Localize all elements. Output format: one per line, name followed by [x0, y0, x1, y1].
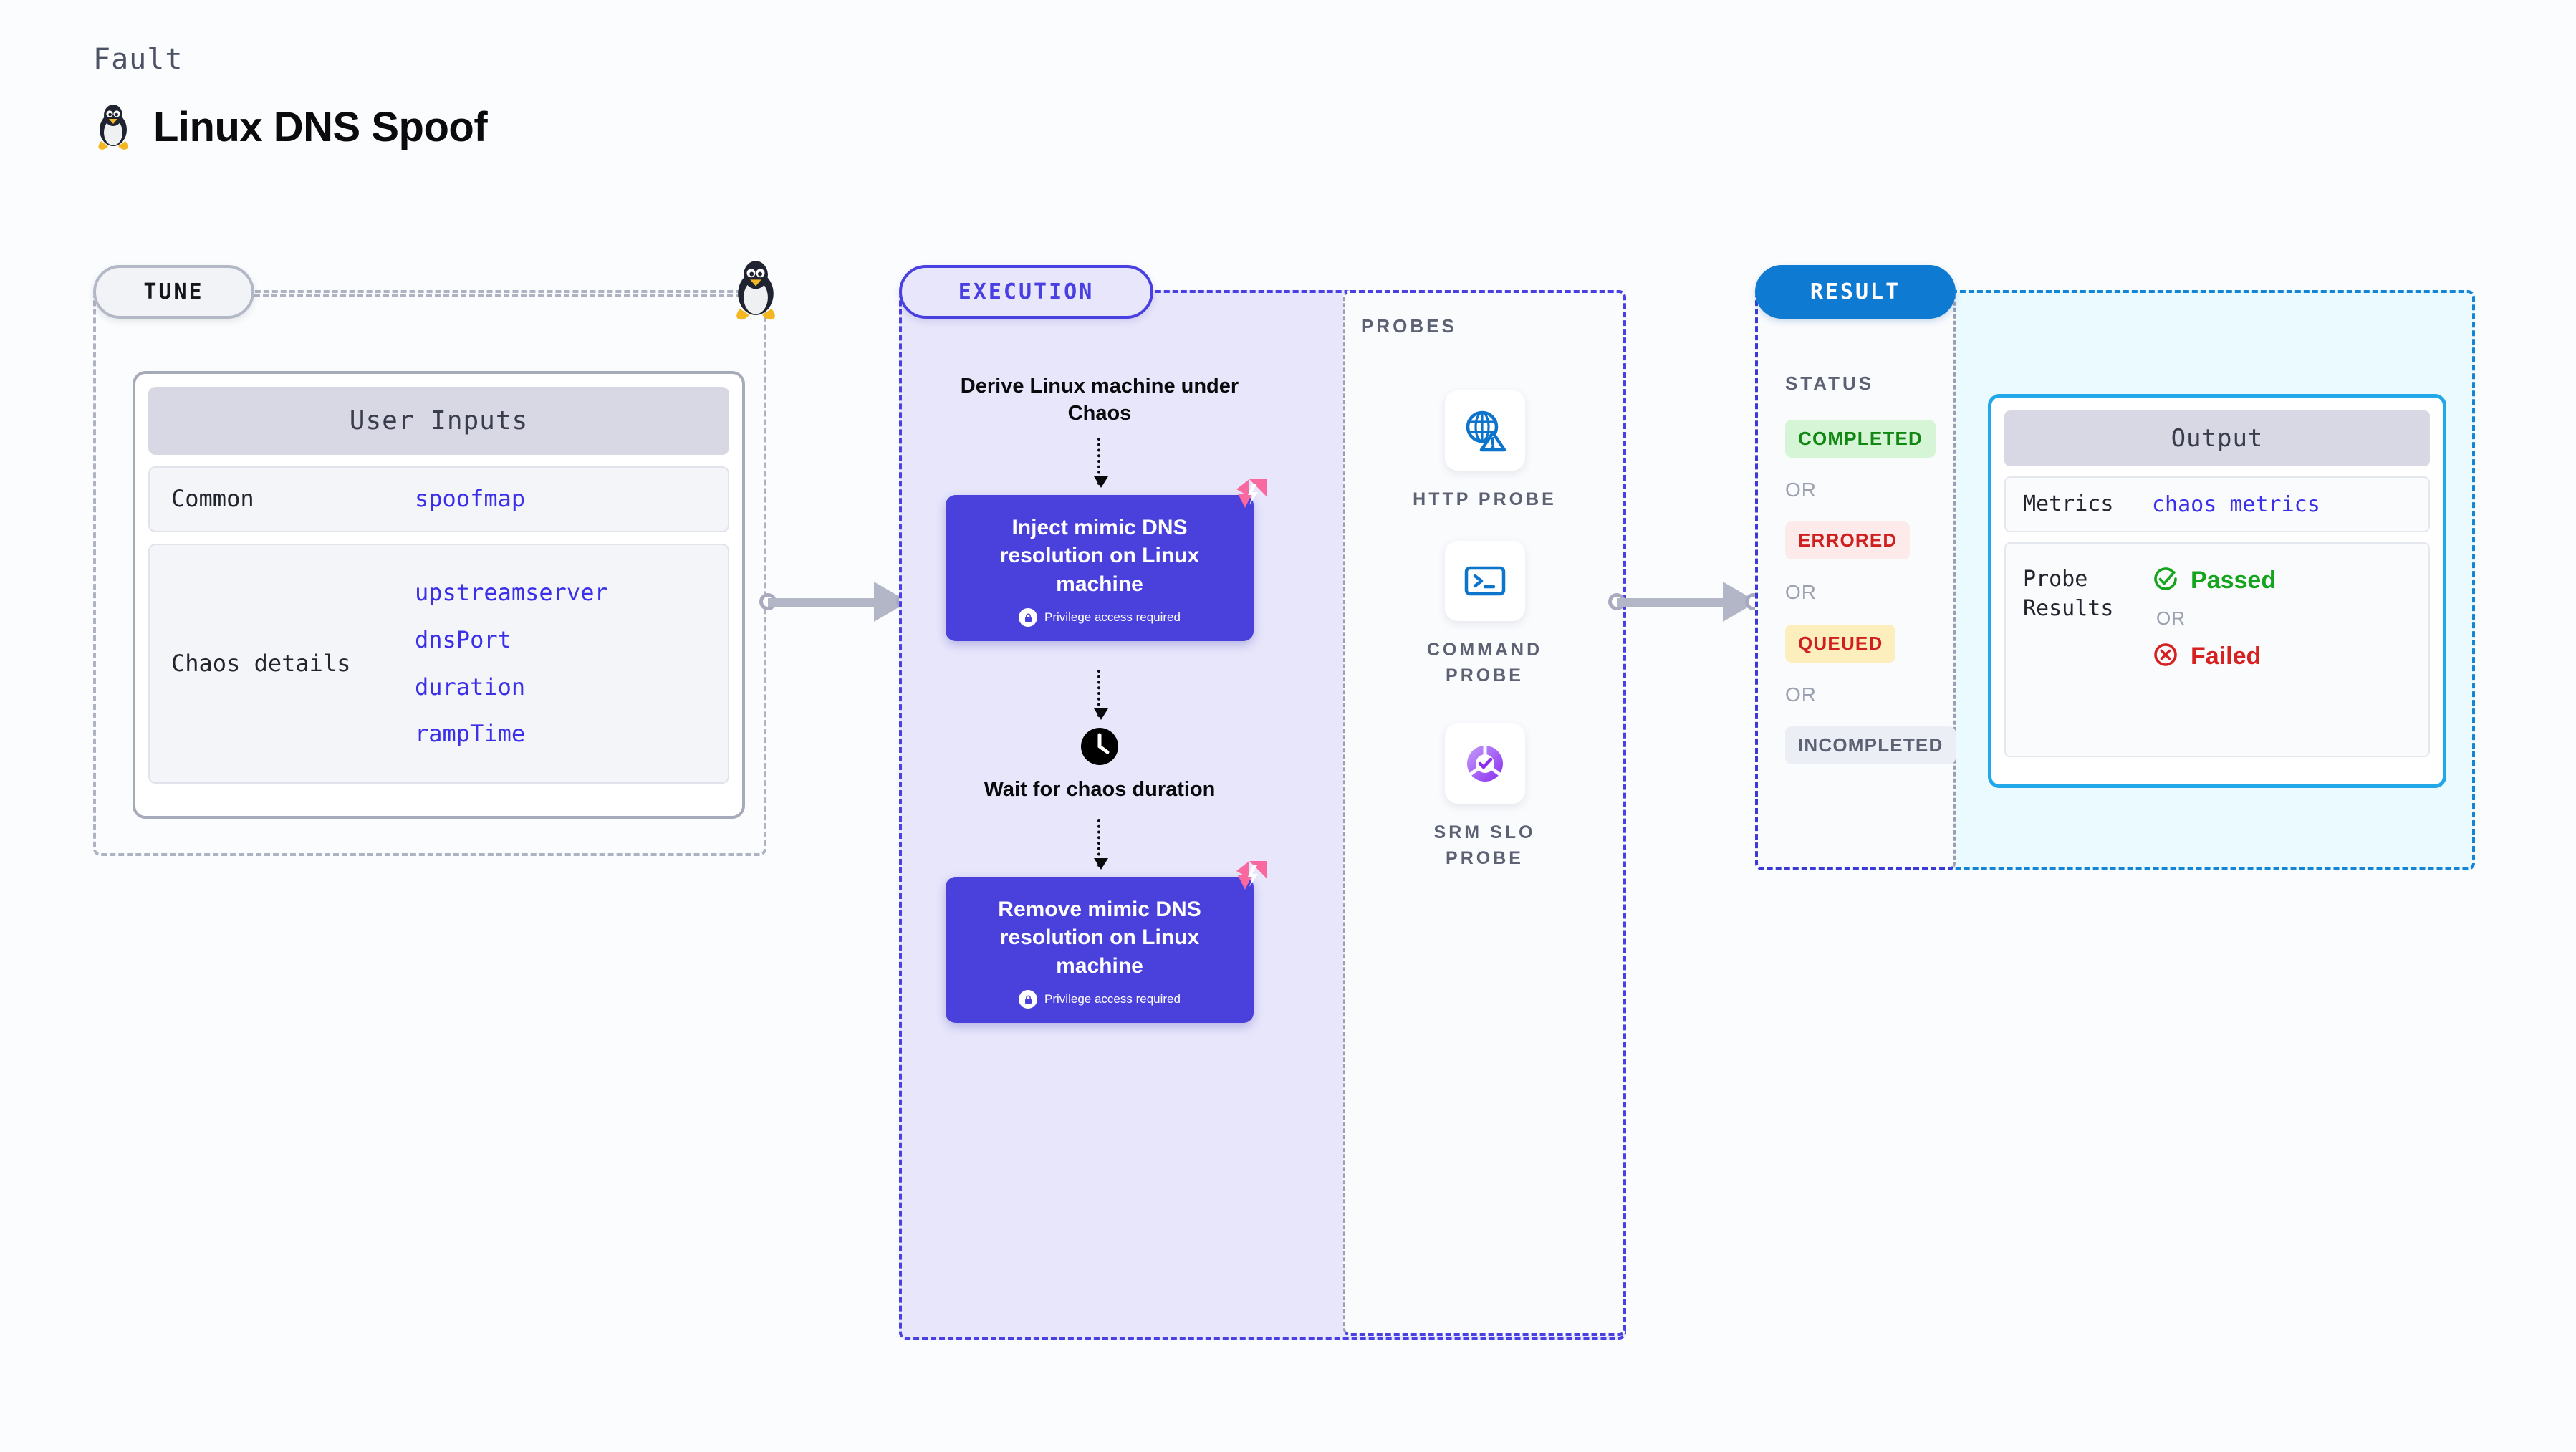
stage-pill-result[interactable]: RESULT — [1755, 265, 1956, 319]
output-metrics-label: Metrics — [2023, 491, 2114, 516]
probes-title: PROBES — [1361, 315, 1457, 337]
page-header: Fault Linux DNS Spoof — [93, 43, 488, 151]
action-title: Remove mimic DNS resolution on Linux mac… — [998, 897, 1201, 978]
stage-pill-tune[interactable]: TUNE — [93, 265, 254, 319]
user-inputs-title: User Inputs — [148, 387, 729, 455]
lock-icon — [1019, 990, 1038, 1009]
terminal-icon — [1444, 541, 1525, 621]
status-badge-errored: ERRORED — [1785, 521, 1911, 559]
probe-item-srm-slo[interactable]: SRM SLO PROBE — [1400, 723, 1569, 872]
fault-kicker: Fault — [93, 43, 183, 76]
probe-label: HTTP PROBE — [1413, 489, 1557, 509]
action-note: Privilege access required — [961, 608, 1238, 628]
status-or-label: OR — [1785, 683, 1817, 706]
output-probe-results-values: Passed OR Failed — [2152, 565, 2276, 672]
action-note-text: Privilege access required — [1044, 992, 1181, 1006]
param-group-label: Common — [171, 485, 254, 513]
execution-flow: Derive Linux machine under Chaos Inject … — [946, 372, 1267, 1024]
status-badge-completed: COMPLETED — [1785, 420, 1936, 458]
output-title: Output — [2004, 410, 2430, 466]
param-value: upstreamserver — [415, 579, 608, 607]
flow-arrow-down-icon — [1094, 670, 1108, 721]
status-title: STATUS — [1785, 372, 1875, 394]
param-group-chaos-details: Chaos details upstreamserver dnsPort dur… — [148, 544, 729, 784]
probe-label: SRM SLO PROBE — [1433, 822, 1536, 869]
status-or-label: OR — [1785, 479, 1817, 501]
tune-top-dashed-line — [254, 294, 741, 297]
probe-item-command[interactable]: COMMAND PROBE — [1400, 541, 1569, 689]
flow-step-wait: Wait for chaos duration — [984, 778, 1216, 802]
param-value: dnsPort — [415, 625, 511, 653]
linux-penguin-icon-tune — [729, 260, 782, 322]
connector-execution-to-result — [1608, 580, 1762, 623]
x-circle-icon — [2152, 641, 2179, 672]
lock-icon — [1019, 608, 1038, 628]
param-value: duration — [415, 673, 526, 701]
probe-result-failed-label: Failed — [2191, 643, 2262, 670]
probe-result-passed: Passed — [2152, 565, 2276, 596]
linux-penguin-icon — [93, 104, 133, 151]
probe-result-failed: Failed — [2152, 641, 2276, 672]
user-inputs-card: User Inputs Common spoofmap Chaos detail… — [133, 371, 745, 819]
action-box-inject[interactable]: Inject mimic DNS resolution on Linux mac… — [946, 479, 1267, 642]
status-badge-queued: QUEUED — [1785, 625, 1896, 663]
status-or-label: OR — [1785, 581, 1817, 603]
status-column — [1755, 290, 1956, 870]
status-badge-incompleted: INCOMPLETED — [1785, 726, 1956, 764]
check-circle-icon — [2152, 565, 2179, 596]
harness-chaos-logo-icon — [1231, 476, 1269, 517]
globe-warning-icon — [1444, 390, 1525, 471]
flow-arrow-down-icon — [1094, 437, 1108, 488]
param-group-label: Chaos details — [171, 649, 351, 677]
clock-icon — [946, 727, 1254, 766]
output-metrics-value: chaos metrics — [2152, 491, 2320, 517]
action-title: Inject mimic DNS resolution on Linux mac… — [999, 515, 1200, 596]
param-group-values: spoofmap — [415, 476, 525, 523]
probe-item-http[interactable]: HTTP PROBE — [1400, 390, 1569, 512]
probe-label: COMMAND PROBE — [1426, 640, 1543, 686]
param-value: rampTime — [415, 720, 526, 748]
page-title: Linux DNS Spoof — [153, 104, 488, 150]
probe-result-or-label: OR — [2156, 607, 2186, 629]
tune-column — [93, 290, 766, 856]
param-group-values: upstreamserver dnsPort duration rampTime — [415, 569, 608, 757]
action-note-text: Privilege access required — [1044, 610, 1181, 625]
stage-pill-execution[interactable]: EXECUTION — [899, 265, 1153, 319]
param-group-common: Common spoofmap — [148, 466, 729, 532]
connector-tune-to-execution — [759, 580, 913, 623]
action-box-remove[interactable]: Remove mimic DNS resolution on Linux mac… — [946, 860, 1267, 1024]
action-note: Privilege access required — [961, 990, 1238, 1009]
output-metrics-row: Metrics chaos metrics — [2004, 476, 2430, 532]
probe-result-passed-label: Passed — [2191, 567, 2277, 594]
flow-arrow-down-icon — [1094, 819, 1108, 870]
page-title-row: Linux DNS Spoof — [93, 103, 488, 151]
flow-step-derive: Derive Linux machine under Chaos — [960, 375, 1239, 425]
harness-chaos-logo-icon — [1231, 858, 1269, 899]
slo-check-icon — [1444, 723, 1525, 804]
param-value: spoofmap — [415, 485, 526, 513]
